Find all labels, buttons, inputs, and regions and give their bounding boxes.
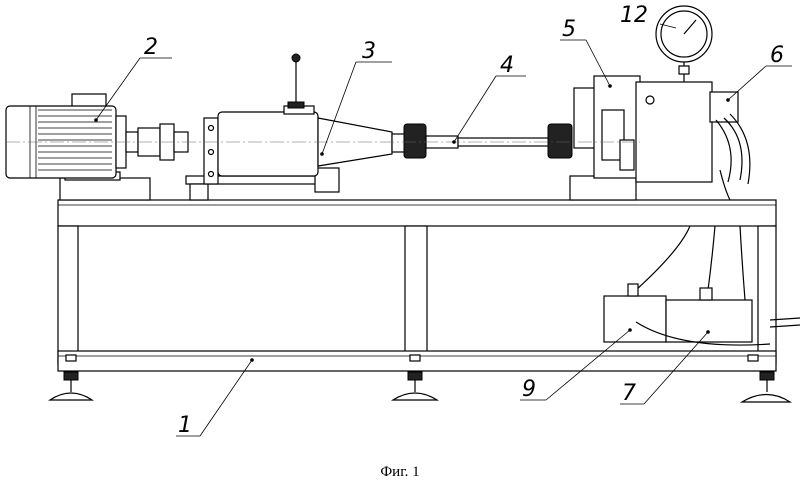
unit bbox=[569, 75, 641, 201]
figure-caption: Фиг. 1 bbox=[380, 464, 419, 480]
motor bbox=[5, 93, 189, 201]
pump-box bbox=[635, 81, 739, 183]
leader-lines bbox=[94, 23, 792, 437]
label-gauge: 12 bbox=[620, 3, 648, 28]
label-gearbox: 3 bbox=[362, 39, 376, 64]
label-frame: 1 bbox=[178, 413, 192, 438]
label-pump-unit: 7 bbox=[622, 381, 636, 406]
foot-left bbox=[48, 354, 94, 401]
label-motor: 2 bbox=[144, 35, 158, 60]
foot-right bbox=[739, 354, 793, 403]
cardan-shaft bbox=[403, 123, 573, 159]
label-shaft: 4 bbox=[500, 53, 514, 78]
gearbox bbox=[185, 53, 407, 201]
label-unit: 5 bbox=[562, 17, 576, 42]
frame bbox=[48, 199, 800, 403]
filter-block bbox=[603, 283, 667, 343]
gauge bbox=[655, 5, 713, 82]
pump-unit bbox=[635, 287, 771, 346]
label-filter-block: 9 bbox=[522, 377, 536, 402]
label-hose-block: 6 bbox=[770, 43, 784, 68]
foot-middle bbox=[390, 354, 440, 401]
hoses bbox=[635, 113, 751, 301]
